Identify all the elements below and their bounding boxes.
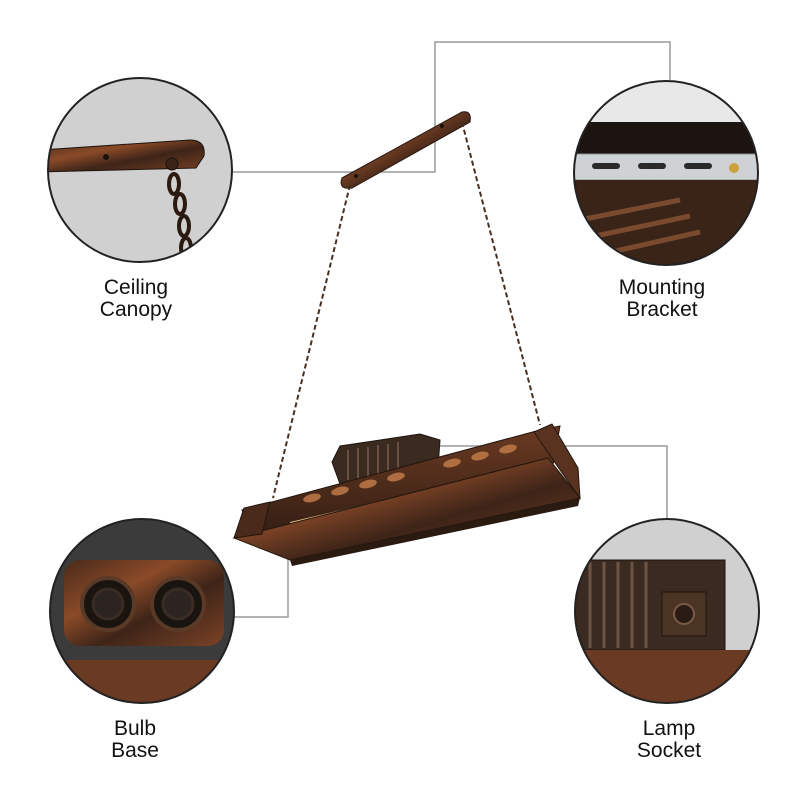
ceiling-canopy-bar xyxy=(340,111,471,189)
label-line: Bracket xyxy=(626,298,698,321)
label-ceiling-canopy: Ceiling Canopy xyxy=(46,277,226,321)
lamp-body xyxy=(232,423,581,566)
label-line: Ceiling xyxy=(103,276,169,299)
label-mounting-bracket: Mounting Bracket xyxy=(572,277,752,321)
label-line: Lamp xyxy=(642,717,696,740)
label-line: Base xyxy=(111,739,159,762)
label-bulb-base: Bulb Base xyxy=(45,718,225,762)
label-line: Bulb xyxy=(113,717,157,740)
callout-bulb-base xyxy=(49,518,235,704)
label-line: Canopy xyxy=(99,298,173,321)
label-line: Mounting xyxy=(618,276,706,299)
leader-line-bulb xyxy=(233,532,289,618)
label-lamp-socket: Lamp Socket xyxy=(579,718,759,762)
callout-lamp-socket xyxy=(574,518,760,704)
callout-mounting-bracket xyxy=(573,80,759,266)
label-line: Socket xyxy=(636,739,702,762)
callout-ceiling-canopy xyxy=(47,77,233,263)
hanging-chains xyxy=(272,121,541,499)
